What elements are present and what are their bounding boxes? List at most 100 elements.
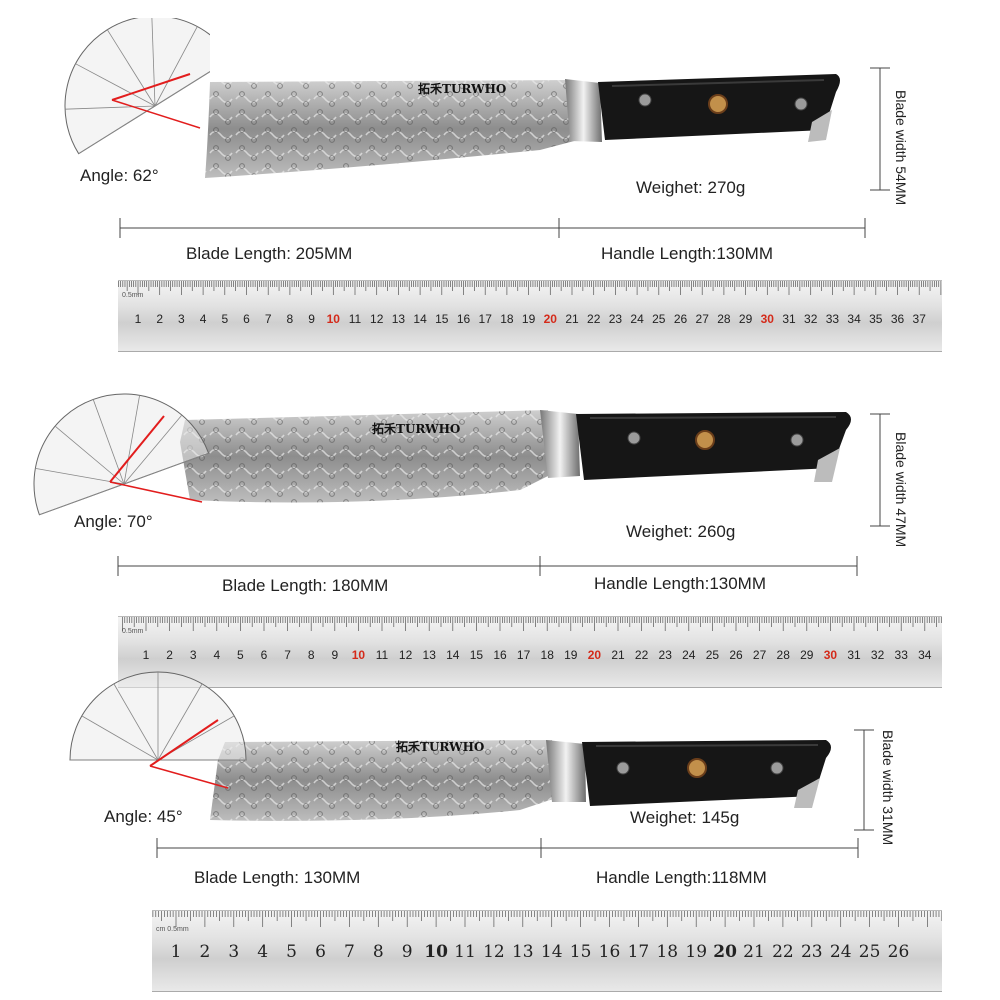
ruler-number: 19 [522, 312, 536, 326]
ruler-number: 29 [800, 648, 814, 662]
ruler-number: 25 [652, 312, 666, 326]
ruler-number: 6 [261, 648, 268, 662]
ruler-number: 12 [483, 942, 505, 962]
ruler-number: 16 [457, 312, 471, 326]
ruler-number: 21 [565, 312, 579, 326]
ruler-number: 16 [493, 648, 507, 662]
ruler-number: 27 [753, 648, 767, 662]
ruler-number: 2 [199, 942, 210, 962]
ruler-number: 8 [287, 312, 294, 326]
knife-1-weight: Weighet: 270g [636, 178, 746, 197]
ruler-number: 28 [777, 648, 791, 662]
ruler-number: 7 [284, 648, 291, 662]
ruler-number: 6 [315, 942, 326, 962]
knife-3-weight: Weighet: 145g [630, 808, 740, 827]
ruler-number: 14 [541, 942, 563, 962]
ruler-number: 16 [599, 942, 621, 962]
ruler-number: 12 [399, 648, 413, 662]
ruler-number: 24 [830, 942, 852, 962]
knife-1-image [205, 74, 840, 178]
ruler-number: 15 [435, 312, 449, 326]
knife-3-handle-length: Handle Length:118MM [596, 868, 767, 887]
ruler-number: 34 [918, 648, 932, 662]
knife-3-protractor [69, 671, 247, 789]
ruler-number: 10 [424, 942, 448, 962]
ruler-number: 18 [656, 942, 678, 962]
ruler-number: 22 [587, 312, 601, 326]
ruler-number: 14 [446, 648, 460, 662]
ruler-number: 5 [286, 942, 297, 962]
ruler-number: 25 [859, 942, 881, 962]
ruler-number: 19 [564, 648, 578, 662]
knife-3-blade-length: Blade Length: 130MM [194, 868, 361, 887]
knife-3-angle: Angle: 45° [104, 807, 183, 826]
ruler-number: 20 [544, 312, 558, 326]
ruler-number: 35 [869, 312, 883, 326]
knife-2-protractor [33, 393, 210, 516]
knife-3-brand: TURWHO [420, 740, 485, 754]
ruler-number: 7 [344, 942, 355, 962]
ruler-number: 32 [804, 312, 818, 326]
ruler-number: 33 [895, 648, 909, 662]
ruler-number: 11 [454, 942, 476, 962]
ruler-number: 19 [685, 942, 707, 962]
ruler-number: 34 [847, 312, 861, 326]
ruler-number: 32 [871, 648, 885, 662]
ruler-number: 17 [517, 648, 531, 662]
ruler-number: 36 [891, 312, 905, 326]
knife-1-blade-width: Blade width 54MM [893, 90, 909, 206]
ruler-number: 2 [156, 312, 163, 326]
ruler-number: 9 [308, 312, 315, 326]
ruler-number: 8 [373, 942, 384, 962]
ruler-number: 22 [635, 648, 649, 662]
knife-3-image [210, 740, 831, 821]
ruler-number: 25 [706, 648, 720, 662]
ruler-number: 3 [228, 942, 239, 962]
knife-3-brand-logo: 拓禾TURWHO [396, 738, 484, 755]
ruler-number: 9 [331, 648, 338, 662]
ruler-number: 1 [135, 312, 142, 326]
ruler-number: 8 [308, 648, 315, 662]
ruler-number: 6 [243, 312, 250, 326]
ruler-number: 2 [166, 648, 173, 662]
knife-2-length-dimension [117, 556, 858, 576]
knife-2-blade-length: Blade Length: 180MM [222, 576, 389, 595]
ruler-number: 23 [801, 942, 823, 962]
knife-1-blade-length: Blade Length: 205MM [186, 244, 353, 263]
ruler-number: 21 [743, 942, 765, 962]
ruler-number: 13 [512, 942, 534, 962]
ruler-number: 31 [782, 312, 796, 326]
ruler-number: 14 [413, 312, 427, 326]
ruler-number: 22 [772, 942, 794, 962]
ruler-number: 11 [376, 648, 389, 662]
ruler-number: 33 [826, 312, 840, 326]
ruler-unit-label: 0.5mm [122, 292, 144, 299]
ruler-unit-label: 0.5mm [122, 628, 144, 635]
ruler-number: 20 [713, 942, 737, 962]
knife-1-handle-length: Handle Length:130MM [601, 244, 774, 263]
ruler-number: 1 [143, 648, 150, 662]
knife-2-weight: Weighet: 260g [626, 522, 736, 541]
ruler-number: 23 [609, 312, 623, 326]
knife-1-angle: Angle: 62° [80, 166, 159, 185]
ruler-unit-label: cm 0.5mm [156, 926, 189, 933]
ruler-number: 27 [696, 312, 710, 326]
ruler-number: 15 [470, 648, 484, 662]
ruler-number: 5 [237, 648, 244, 662]
ruler-number: 11 [349, 312, 362, 326]
knife-1-brand-prefix: 拓禾 [418, 82, 443, 96]
ruler-number: 20 [588, 648, 602, 662]
ruler-number: 3 [178, 312, 185, 326]
ruler-number: 17 [628, 942, 650, 962]
ruler-number: 28 [717, 312, 731, 326]
knife-2-brand: TURWHO [396, 422, 461, 436]
ruler-number: 3 [190, 648, 197, 662]
ruler-number: 37 [913, 312, 927, 326]
knife-2-blade-width: Blade width 47MM [893, 432, 909, 548]
ruler-number: 5 [221, 312, 228, 326]
ruler-number: 30 [761, 312, 775, 326]
knife-1-brand-logo: 拓禾TURWHO [418, 80, 506, 97]
knife-1-brand: TURWHO [442, 82, 507, 96]
